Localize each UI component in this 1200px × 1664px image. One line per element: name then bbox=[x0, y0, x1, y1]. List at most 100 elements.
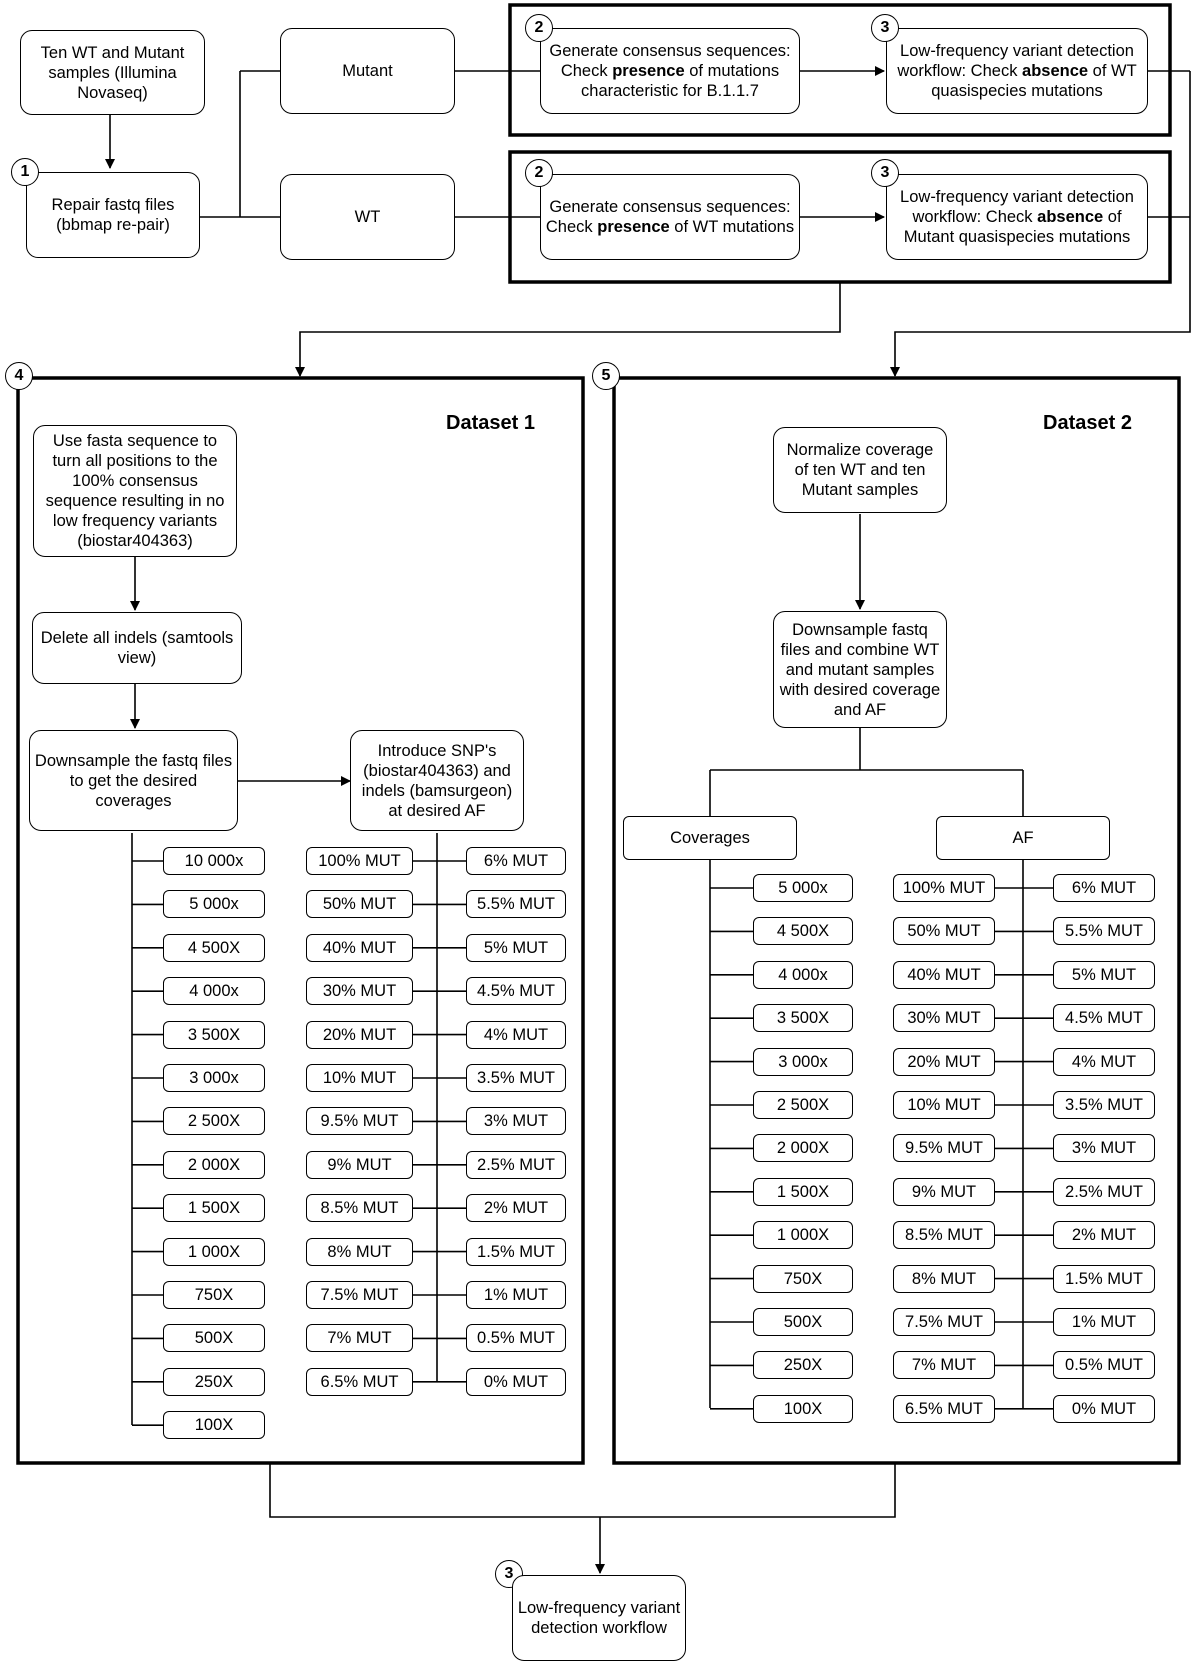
af-item: 40% MUT bbox=[306, 933, 413, 962]
af-item: 3.5% MUT bbox=[466, 1064, 566, 1092]
af-item: 0.5% MUT bbox=[466, 1324, 566, 1353]
repair-box: Repair fastq files (bbmap re-pair) bbox=[26, 172, 200, 258]
af-item: 2% MUT bbox=[466, 1194, 566, 1223]
af-item: 1% MUT bbox=[466, 1281, 566, 1309]
af-item: 50% MUT bbox=[893, 917, 995, 946]
af-item: 6.5% MUT bbox=[306, 1367, 413, 1396]
consensus-mutant-text-bold: presence bbox=[612, 62, 685, 80]
af-item: 50% MUT bbox=[306, 890, 413, 919]
af-item: 4% MUT bbox=[466, 1020, 566, 1049]
coverage-item: 4 000x bbox=[163, 977, 265, 1006]
af-item: 6% MUT bbox=[466, 847, 566, 875]
coverage-item: 100X bbox=[163, 1411, 265, 1440]
af-item: 30% MUT bbox=[893, 1004, 995, 1033]
af-label-box: AF bbox=[936, 816, 1110, 860]
normalize-box: Normalize coverage of ten WT and ten Mut… bbox=[773, 427, 947, 513]
consensus-mutant-text-pre: Generate consensus sequences: Check bbox=[549, 42, 791, 80]
coverage-item: 1 000X bbox=[753, 1221, 853, 1250]
introduce-snps-box: Introduce SNP's (biostar404363) and inde… bbox=[350, 730, 524, 831]
lowfreq-mutant-text-bold: absence bbox=[1022, 62, 1089, 80]
af-item: 1% MUT bbox=[1053, 1308, 1155, 1336]
coverage-item: 100X bbox=[753, 1394, 853, 1423]
lowfreq-mutant-text-post: of WT quasispecies mutations bbox=[931, 62, 1137, 100]
af-item: 6% MUT bbox=[1053, 874, 1155, 902]
af-item: 3% MUT bbox=[1053, 1134, 1155, 1163]
coverage-item: 3 500X bbox=[163, 1020, 265, 1049]
step-5-badge: 5 bbox=[592, 362, 620, 390]
af-item: 30% MUT bbox=[306, 977, 413, 1006]
coverage-item: 2 000X bbox=[163, 1150, 265, 1179]
af-item: 8.5% MUT bbox=[893, 1221, 995, 1250]
consensus-wt-text-pre: Generate consensus sequences: Check bbox=[545, 198, 791, 236]
coverage-item: 3 000x bbox=[163, 1064, 265, 1092]
step-4-badge: 4 bbox=[5, 362, 33, 390]
dataset2-frame bbox=[612, 376, 1181, 1465]
af-item: 9% MUT bbox=[306, 1150, 413, 1179]
af-item: 1.5% MUT bbox=[1053, 1264, 1155, 1293]
dataset1-title: Dataset 1 bbox=[446, 412, 535, 434]
coverage-item: 750X bbox=[163, 1281, 265, 1309]
af-item: 2% MUT bbox=[1053, 1221, 1155, 1250]
af-item: 0% MUT bbox=[1053, 1394, 1155, 1423]
coverage-item: 5 000x bbox=[163, 890, 265, 919]
lowfreq-wt-text-bold: absence bbox=[1037, 208, 1104, 226]
af-item: 3% MUT bbox=[466, 1107, 566, 1136]
consensus-wt-text-bold: presence bbox=[597, 218, 670, 236]
step-1-badge: 1 bbox=[11, 158, 39, 186]
af-item: 100% MUT bbox=[306, 847, 413, 875]
af-item: 6.5% MUT bbox=[893, 1394, 995, 1423]
coverage-item: 2 500X bbox=[753, 1091, 853, 1119]
af-item: 8% MUT bbox=[893, 1264, 995, 1293]
af-item: 9% MUT bbox=[893, 1177, 995, 1206]
af-item: 20% MUT bbox=[306, 1020, 413, 1049]
coverage-item: 10 000x bbox=[163, 847, 265, 875]
coverage-item: 250X bbox=[753, 1351, 853, 1380]
af-item: 10% MUT bbox=[306, 1064, 413, 1092]
af-item: 7.5% MUT bbox=[306, 1281, 413, 1309]
af-item: 2.5% MUT bbox=[1053, 1177, 1155, 1206]
af-item: 100% MUT bbox=[893, 874, 995, 902]
downsample-combine-box: Downsample fastq files and combine WT an… bbox=[773, 611, 947, 728]
coverage-item: 2 500X bbox=[163, 1107, 265, 1136]
af-item: 10% MUT bbox=[893, 1091, 995, 1119]
coverage-item: 2 000X bbox=[753, 1134, 853, 1163]
step-2-badge-wt: 2 bbox=[525, 159, 553, 187]
final-lowfreq-box: Low-frequency variant detection workflow bbox=[512, 1575, 686, 1661]
af-item: 9.5% MUT bbox=[306, 1107, 413, 1136]
af-item: 7.5% MUT bbox=[893, 1308, 995, 1336]
coverage-item: 4 500X bbox=[753, 917, 853, 946]
af-item: 5.5% MUT bbox=[466, 890, 566, 919]
af-item: 2.5% MUT bbox=[466, 1150, 566, 1179]
coverage-item: 4 000x bbox=[753, 960, 853, 989]
lowfreq-wt-text-post: of Mutant quasispecies mutations bbox=[903, 208, 1131, 246]
step-2-badge-mutant: 2 bbox=[525, 14, 553, 42]
af-item: 9.5% MUT bbox=[893, 1134, 995, 1163]
coverage-item: 1 500X bbox=[753, 1177, 853, 1206]
coverage-item: 1 500X bbox=[163, 1194, 265, 1223]
af-item: 0% MUT bbox=[466, 1367, 566, 1396]
consensus-wt-box: Generate consensus sequences: Check pres… bbox=[540, 174, 800, 260]
fasta-box: Use fasta sequence to turn all positions… bbox=[33, 425, 237, 557]
wt-box: WT bbox=[280, 174, 455, 260]
af-item: 1.5% MUT bbox=[466, 1237, 566, 1266]
coverage-item: 4 500X bbox=[163, 933, 265, 962]
step-3-badge-wt: 3 bbox=[871, 159, 899, 187]
consensus-mutant-text-post: of mutations characteristic for B.1.1.7 bbox=[581, 62, 780, 100]
delete-indels-box: Delete all indels (samtools view) bbox=[32, 612, 242, 684]
af-item: 3.5% MUT bbox=[1053, 1091, 1155, 1119]
mutant-box: Mutant bbox=[280, 28, 455, 114]
dataset1-frame bbox=[16, 376, 585, 1465]
dataset2-title: Dataset 2 bbox=[1043, 412, 1132, 434]
step-3-badge-mutant: 3 bbox=[871, 14, 899, 42]
af-item: 40% MUT bbox=[893, 960, 995, 989]
samples-box: Ten WT and Mutant samples (Illumina Nova… bbox=[20, 30, 205, 115]
af-item: 20% MUT bbox=[893, 1047, 995, 1076]
af-item: 5% MUT bbox=[1053, 960, 1155, 989]
downsample-box: Downsample the fastq files to get the de… bbox=[29, 730, 238, 831]
lowfreq-wt-box: Low-frequency variant detection workflow… bbox=[886, 174, 1148, 260]
coverage-item: 500X bbox=[163, 1324, 265, 1353]
af-item: 8% MUT bbox=[306, 1237, 413, 1266]
af-item: 5.5% MUT bbox=[1053, 917, 1155, 946]
af-item: 8.5% MUT bbox=[306, 1194, 413, 1223]
coverages-label-box: Coverages bbox=[623, 816, 797, 860]
